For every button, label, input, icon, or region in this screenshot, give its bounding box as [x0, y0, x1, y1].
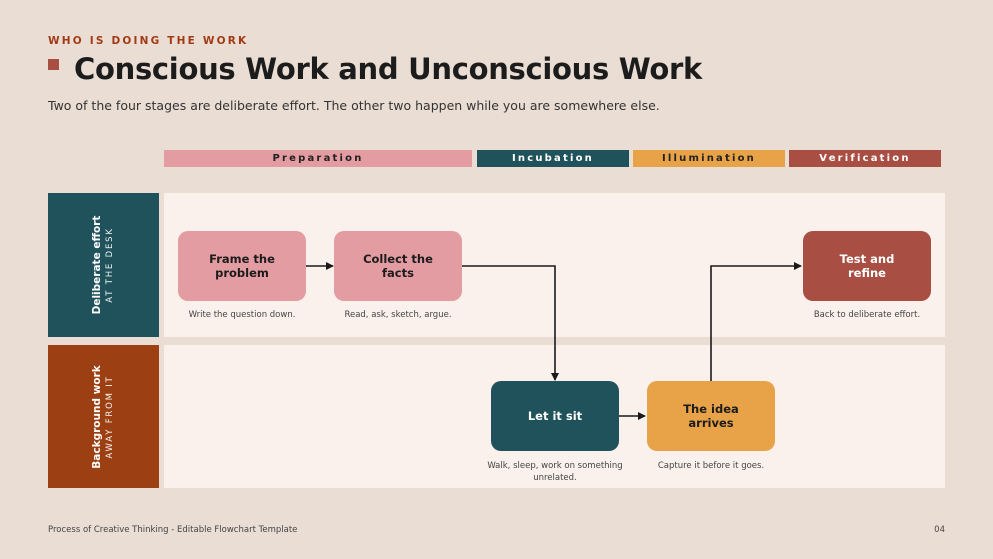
page-subtitle: Two of the four stages are deliberate ef… [48, 98, 660, 113]
footer-text: Process of Creative Thinking - Editable … [48, 525, 298, 535]
caption-the-idea-arrives: Capture it before it goes. [657, 461, 765, 471]
caption-frame-the-problem: Write the question down. [188, 310, 296, 320]
node-collect-the-facts[interactable]: Collect the facts [334, 231, 462, 301]
caption-test-and-refine: Back to deliberate effort. [813, 310, 921, 320]
stage-verification: Verification [789, 150, 941, 167]
caption-collect-the-facts: Read, ask, sketch, argue. [344, 310, 452, 320]
page-number: 04 [934, 525, 945, 535]
title-marker [48, 59, 59, 70]
page-title: Conscious Work and Unconscious Work [74, 52, 703, 86]
eyebrow: WHO IS DOING THE WORK [48, 35, 249, 47]
stage-incubation: Incubation [477, 150, 629, 167]
node-the-idea-arrives[interactable]: The idea arrives [647, 381, 775, 451]
lane-label-background: Background work AWAY FROM IT [48, 345, 159, 488]
node-test-and-refine[interactable]: Test and refine [803, 231, 931, 301]
node-let-it-sit[interactable]: Let it sit [491, 381, 619, 451]
caption-let-it-sit: Walk, sleep, work on something unrelated… [487, 461, 623, 483]
connector-collect-to-sit [462, 265, 559, 381]
stage-preparation: Preparation [164, 150, 472, 167]
node-frame-the-problem[interactable]: Frame the problem [178, 231, 306, 301]
stage-illumination: Illumination [633, 150, 785, 167]
connector-arrives-to-test [710, 262, 802, 381]
lane-label-deliberate: Deliberate effort AT THE DESK [48, 193, 159, 337]
